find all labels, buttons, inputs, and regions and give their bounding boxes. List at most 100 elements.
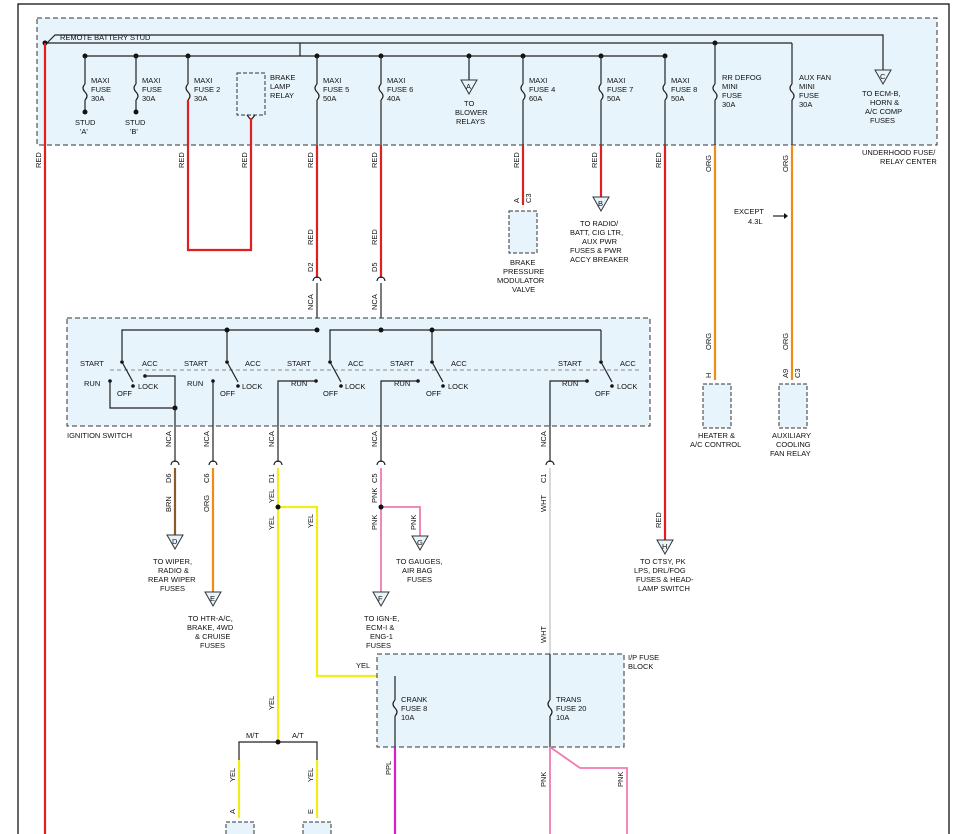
ignition-switch-box (66, 317, 651, 427)
wire-label-nca-6: NCA (370, 431, 379, 447)
svg-text:A/C COMP: A/C COMP (865, 107, 902, 116)
wire-label-red-4: RED (306, 152, 315, 168)
connector-d2-symbol (312, 276, 322, 282)
heater-ac-control: HEATER & A/C CONTROL (690, 383, 741, 449)
maxi-fuse-7: MAXI FUSE 7 50A (598, 53, 633, 103)
svg-text:ACC: ACC (245, 359, 261, 368)
svg-text:MAXI: MAXI (607, 76, 625, 85)
except-note: EXCEPT 4.3L (734, 207, 788, 226)
conn-d2: D2 (306, 262, 315, 272)
wire-label-pnk-5: PNK (616, 772, 625, 787)
conn-c3-valve: C3 (524, 193, 533, 203)
svg-text:RADIO &: RADIO & (158, 566, 189, 575)
conn-a9: A9 (781, 369, 790, 378)
svg-text:RUN: RUN (84, 379, 100, 388)
svg-text:MAXI: MAXI (529, 76, 547, 85)
wire-pnk-gauges (381, 506, 421, 536)
svg-text:LOCK: LOCK (242, 382, 262, 391)
svg-text:MAXI: MAXI (142, 76, 160, 85)
ign-bus-mid (329, 329, 381, 360)
to-ign-e-ecm-fuses: F TO IGN-E, ECM-I & ENG-1 FUSES (364, 591, 399, 650)
svg-text:AUX PWR: AUX PWR (582, 237, 618, 246)
connector-d1-symbol (273, 460, 283, 466)
auxiliary-cooling-fan-relay: AUXILIARY COOLING FAN RELAY (770, 383, 811, 458)
ip-fuse-block-label-2: BLOCK (628, 662, 653, 671)
connector-d6-symbol (170, 460, 180, 466)
svg-text:STUD: STUD (75, 118, 96, 127)
svg-text:FUSE: FUSE (142, 85, 162, 94)
brake-pressure-modulator-valve: BRAKE PRESSURE MODULATOR VALVE (497, 210, 545, 294)
wire-label-nca-3: NCA (164, 431, 173, 447)
svg-text:H: H (662, 542, 667, 551)
svg-text:FUSE 4: FUSE 4 (529, 85, 555, 94)
svg-text:ACC: ACC (451, 359, 467, 368)
maxi-fuse-5: MAXI FUSE 5 50A (314, 53, 349, 103)
svg-text:START: START (287, 359, 311, 368)
wire-label-ppl: PPL (384, 761, 393, 775)
svg-text:START: START (184, 359, 208, 368)
mt-component (225, 821, 255, 834)
svg-text:A/C CONTROL: A/C CONTROL (690, 440, 741, 449)
wire-label-nca-4: NCA (202, 431, 211, 447)
svg-text:FUSE 5: FUSE 5 (323, 85, 349, 94)
mt-at-split (238, 741, 318, 760)
wire-label-yel-3: YEL (306, 514, 315, 528)
svg-text:RUN: RUN (291, 379, 307, 388)
ign-bus-left (121, 329, 317, 360)
svg-text:FUSES: FUSES (366, 641, 391, 650)
underhood-label-2: RELAY CENTER (880, 157, 937, 166)
wire-label-red-7: RED (370, 229, 379, 245)
svg-text:CRANK: CRANK (401, 695, 427, 704)
svg-text:TO RADIO/: TO RADIO/ (580, 219, 619, 228)
svg-text:RUN: RUN (394, 379, 410, 388)
conn-d5: D5 (370, 262, 379, 272)
svg-text:50A: 50A (607, 94, 620, 103)
conn-c1: C1 (539, 473, 548, 483)
to-ecm-horn-fuses: C TO ECM-B, HORN & A/C COMP FUSES (862, 69, 902, 125)
wire-yel-crank (278, 505, 395, 678)
conn-c5: C5 (370, 473, 379, 483)
ip-fuse-block (376, 653, 625, 748)
wire-label-yel-4: YEL (356, 661, 370, 670)
wire-label-org-3: ORG (781, 155, 790, 172)
underhood-label-1: UNDERHOOD FUSE/ (862, 148, 936, 157)
wire-label-pnk-4: PNK (539, 772, 548, 787)
svg-text:TO: TO (464, 99, 474, 108)
wire-label-org-2: ORG (704, 333, 713, 350)
svg-text:FUSES: FUSES (200, 641, 225, 650)
wire-label-brn: BRN (164, 496, 173, 512)
svg-text:F: F (378, 594, 383, 603)
svg-text:TO HTR-A/C,: TO HTR-A/C, (188, 614, 233, 623)
svg-text:10A: 10A (401, 713, 414, 722)
svg-text:MAXI: MAXI (194, 76, 212, 85)
svg-text:B: B (598, 199, 603, 208)
label-at: A/T (292, 731, 304, 740)
wire-label-red-3: RED (240, 152, 249, 168)
svg-text:FUSE 8: FUSE 8 (401, 704, 427, 713)
ignition-switch-section-2: START ACC RUN LOCK OFF (184, 359, 262, 426)
svg-text:VALVE: VALVE (512, 285, 535, 294)
svg-text:TO ECM-B,: TO ECM-B, (862, 89, 901, 98)
svg-text:FUSE 2: FUSE 2 (194, 85, 220, 94)
ignition-switch-section-4: START ACC RUN LOCK OFF (380, 359, 468, 426)
svg-text:4.3L: 4.3L (748, 217, 763, 226)
svg-text:RUN: RUN (187, 379, 203, 388)
wire-label-red-10: RED (654, 152, 663, 168)
svg-text:OFF: OFF (595, 389, 610, 398)
svg-text:ACCY BREAKER: ACCY BREAKER (570, 255, 629, 264)
conn-d6: D6 (164, 473, 173, 483)
wire-label-pnk-1: PNK (370, 488, 379, 503)
wire-label-yel-1: YEL (267, 489, 276, 503)
svg-text:MAXI: MAXI (323, 76, 341, 85)
svg-text:LAMP SWITCH: LAMP SWITCH (638, 584, 690, 593)
wire-label-nca-5: NCA (267, 431, 276, 447)
connector-d5-symbol (376, 276, 386, 282)
svg-text:E: E (210, 594, 215, 603)
svg-text:OFF: OFF (117, 389, 132, 398)
svg-text:LPS, DRL/FOG: LPS, DRL/FOG (634, 566, 686, 575)
svg-text:FUSES & HEAD-: FUSES & HEAD- (636, 575, 694, 584)
svg-text:AIR BAG: AIR BAG (402, 566, 433, 575)
svg-text:EXCEPT: EXCEPT (734, 207, 764, 216)
svg-text:BRAKE: BRAKE (510, 258, 535, 267)
